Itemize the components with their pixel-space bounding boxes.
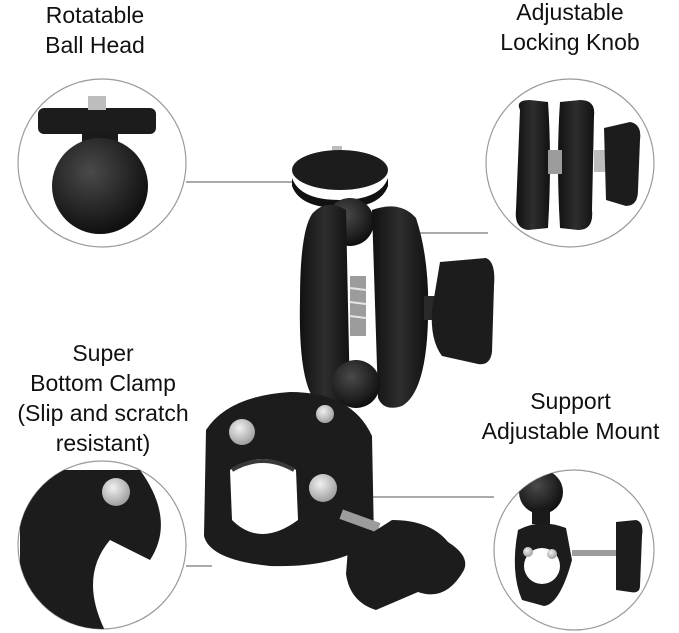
support-mount-label: Support Adjustable Mount	[462, 386, 679, 446]
bottom-clamp-label-line-1: Super	[72, 340, 134, 366]
support-mount-label-line-2: Adjustable Mount	[481, 418, 660, 444]
support-mount-label-line-1: Support	[530, 388, 611, 414]
main-mount-product	[204, 146, 495, 610]
bottom-clamp-label-line-3: (Slip and scratch	[17, 400, 189, 426]
bottom-clamp-detail	[17, 460, 187, 630]
locking-knob-label-line-1: Adjustable	[516, 0, 624, 25]
locking-knob-label-line-2: Locking Knob	[500, 29, 640, 55]
bottom-clamp-label: Super Bottom Clamp (Slip and scratch res…	[0, 338, 206, 458]
ball-head-label-line-2: Ball Head	[45, 32, 145, 58]
ball-head-label: Rotatable Ball Head	[20, 0, 170, 60]
ball-head-detail	[17, 78, 187, 248]
bottom-clamp-label-line-4: resistant)	[55, 430, 151, 456]
locking-knob-label: Adjustable Locking Knob	[470, 0, 670, 57]
ball-head-label-line-1: Rotatable	[45, 2, 145, 28]
locking-knob-detail	[485, 78, 655, 248]
bottom-clamp-label-line-2: Bottom Clamp	[30, 370, 176, 396]
support-mount-detail	[493, 469, 655, 631]
